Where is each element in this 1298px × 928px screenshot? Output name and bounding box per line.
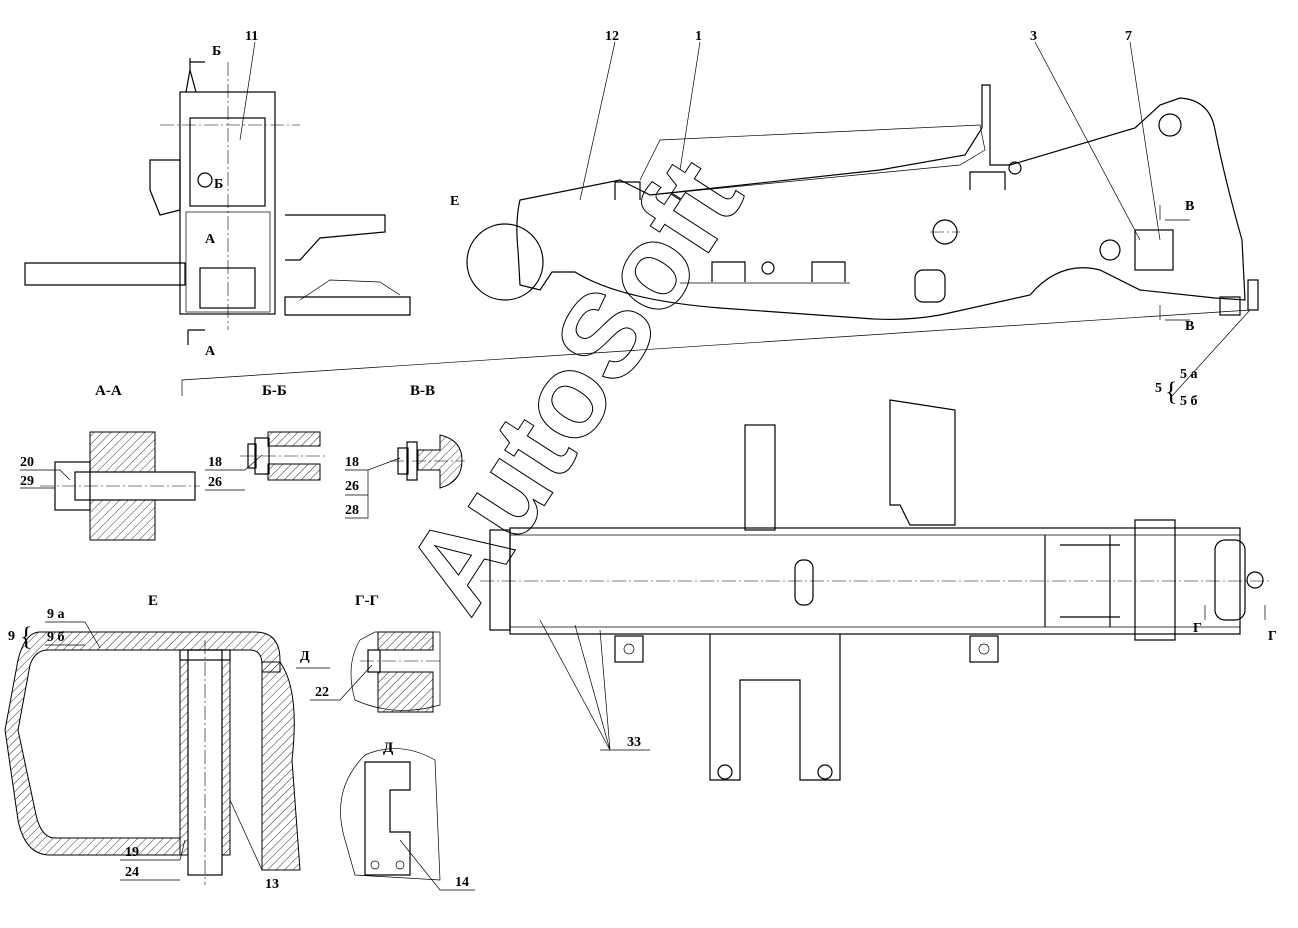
pos-18b: 18 bbox=[345, 455, 359, 470]
section-aa bbox=[40, 431, 200, 541]
mark-e: Е bbox=[450, 194, 459, 209]
pos-33: 33 bbox=[627, 735, 641, 750]
pos-5a: 5 а bbox=[1180, 367, 1198, 382]
mark-b-mid: Б bbox=[214, 177, 223, 192]
mark-b-top: Б bbox=[212, 44, 221, 59]
mark-g-left: Г bbox=[1193, 621, 1202, 636]
title-section-gg: Г-Г bbox=[355, 593, 379, 609]
brace-5: { bbox=[1165, 377, 1177, 406]
pos-9: 9 bbox=[8, 629, 15, 644]
plan-view bbox=[480, 399, 1270, 781]
pos-24: 24 bbox=[125, 865, 139, 880]
pos-18a: 18 bbox=[208, 455, 222, 470]
pos-13: 13 bbox=[265, 877, 279, 892]
pos-26b: 26 bbox=[345, 479, 359, 494]
pos-19: 19 bbox=[125, 845, 139, 860]
pos-14: 14 bbox=[455, 875, 469, 890]
title-section-vv: В-В bbox=[410, 383, 435, 399]
pos-1: 1 bbox=[695, 29, 702, 44]
pos-20: 20 bbox=[20, 455, 34, 470]
pos-11: 11 bbox=[245, 29, 258, 44]
pos-22: 22 bbox=[315, 685, 329, 700]
title-section-bb: Б-Б bbox=[262, 383, 287, 399]
pos-28: 28 bbox=[345, 503, 359, 518]
leader-lines bbox=[20, 41, 1266, 891]
pos-26a: 26 bbox=[208, 475, 222, 490]
pos-12: 12 bbox=[605, 29, 619, 44]
pos-5: 5 bbox=[1155, 381, 1162, 396]
title-detail-e: Е bbox=[148, 593, 158, 609]
pos-29: 29 bbox=[20, 474, 34, 489]
mark-d-arrow: Д bbox=[300, 649, 310, 664]
watermark: AutoSoft bbox=[379, 136, 767, 634]
section-gg bbox=[350, 631, 441, 713]
pos-9b: 9 б bbox=[47, 630, 65, 645]
section-vv bbox=[390, 434, 465, 489]
section-bb bbox=[240, 431, 325, 481]
title-view-d: Д bbox=[383, 740, 394, 756]
mark-g-right: Г bbox=[1268, 629, 1277, 644]
mark-a-mid: А bbox=[205, 232, 216, 247]
pos-9a: 9 а bbox=[47, 607, 65, 622]
title-section-aa: А-А bbox=[95, 383, 122, 399]
mark-v-bot: В bbox=[1185, 319, 1194, 334]
detail-e bbox=[4, 631, 301, 885]
pos-7: 7 bbox=[1125, 29, 1132, 44]
view-d bbox=[340, 748, 441, 881]
mark-v-top: В bbox=[1185, 199, 1194, 214]
side-view bbox=[466, 84, 1259, 321]
brace-9: { bbox=[20, 622, 32, 651]
pos-3: 3 bbox=[1030, 29, 1037, 44]
mark-a-bot: А bbox=[205, 344, 216, 359]
front-view bbox=[24, 58, 411, 345]
pos-5b: 5 б bbox=[1180, 394, 1198, 409]
